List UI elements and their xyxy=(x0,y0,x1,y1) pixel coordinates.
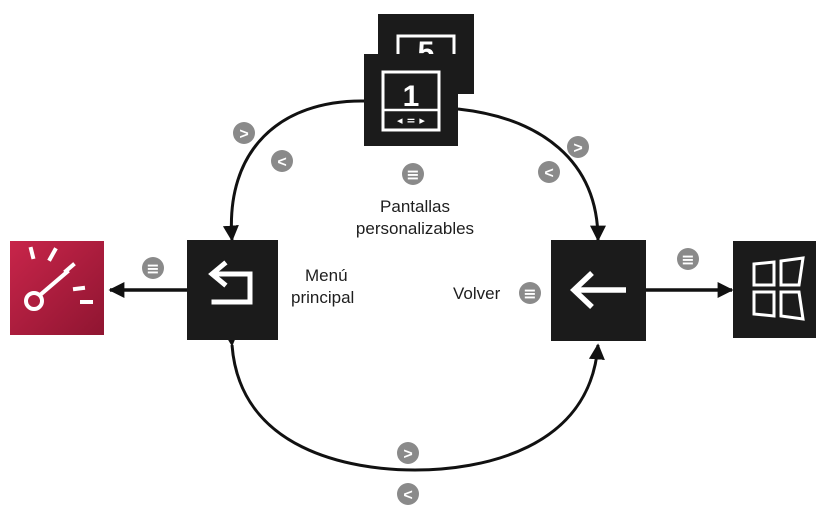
prev-badge-right[interactable]: < xyxy=(538,161,560,183)
svg-text:>: > xyxy=(239,126,248,143)
arc-screen-to-back xyxy=(442,99,606,242)
svg-text:<: < xyxy=(403,487,412,504)
main-menu-label: Menú principal xyxy=(291,265,391,309)
svg-text:≡: ≡ xyxy=(146,259,159,278)
main-menu-tile[interactable] xyxy=(187,240,278,340)
prev-badge-bottom[interactable]: < xyxy=(397,483,419,505)
windows-icon xyxy=(752,256,805,321)
svg-text:≡: ≡ xyxy=(523,284,536,303)
svg-text:<: < xyxy=(277,154,286,171)
svg-text:>: > xyxy=(573,140,582,157)
menu-badge-main-menu[interactable]: ≡ xyxy=(142,257,164,279)
arc-screen-to-main-menu xyxy=(222,93,379,242)
custom-screen-tile-front[interactable]: 1 ◂ = ▸ xyxy=(364,54,458,146)
next-badge-bottom[interactable]: > xyxy=(397,442,419,464)
screen-front-number: 1 xyxy=(403,80,420,113)
main-menu-label-line2: principal xyxy=(291,288,355,307)
speedometer-icon xyxy=(24,246,93,311)
gauge-tile[interactable] xyxy=(10,241,104,335)
screen-front-nav: ◂ = ▸ xyxy=(397,114,425,127)
windows-tile[interactable] xyxy=(733,241,816,338)
custom-screens-label-line1: Pantallas xyxy=(380,197,450,216)
svg-text:>: > xyxy=(403,446,412,463)
menu-badge-windows[interactable]: ≡ xyxy=(677,248,699,270)
prev-badge-left[interactable]: < xyxy=(271,150,293,172)
custom-screens-label: Pantallas personalizables xyxy=(335,196,495,240)
menu-badge-back[interactable]: ≡ xyxy=(519,282,541,304)
back-label: Volver xyxy=(453,284,501,303)
custom-screens-label-line2: personalizables xyxy=(355,219,475,238)
next-badge-right[interactable]: > xyxy=(567,136,589,158)
arc-main-menu-to-back xyxy=(222,330,605,472)
left-arrow-icon xyxy=(569,271,626,309)
return-arrow-icon xyxy=(208,260,253,305)
svg-text:≡: ≡ xyxy=(406,165,419,184)
next-badge-left[interactable]: > xyxy=(233,122,255,144)
menu-badge-screens[interactable]: ≡ xyxy=(402,163,424,185)
back-tile[interactable] xyxy=(551,240,646,341)
svg-text:<: < xyxy=(544,165,553,182)
main-menu-label-line1: Menú xyxy=(305,266,348,285)
svg-text:≡: ≡ xyxy=(681,250,694,269)
